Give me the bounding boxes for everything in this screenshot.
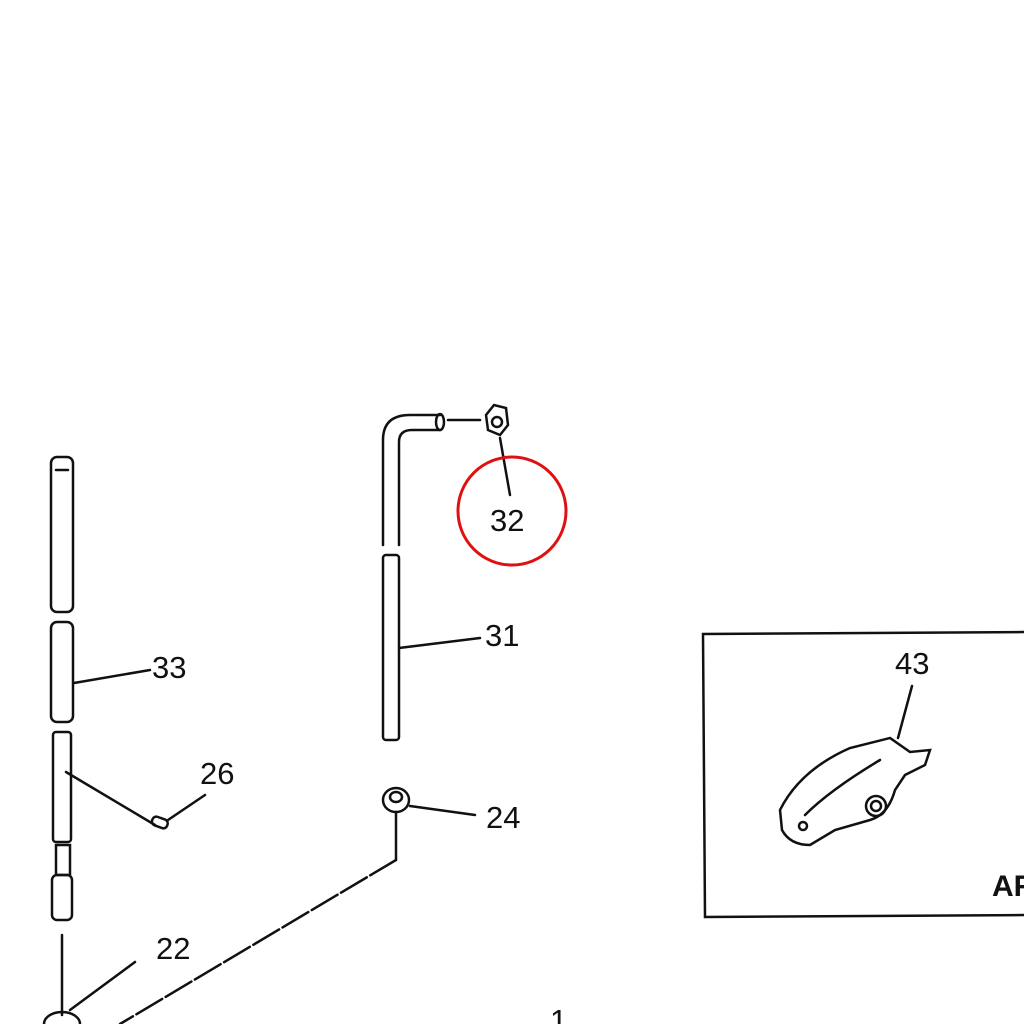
part-32-nut: [484, 403, 512, 497]
inset-label: AR: [992, 870, 1024, 903]
callout-26: 26: [200, 756, 235, 791]
callout-24: 24: [486, 800, 521, 835]
part-26-pin: [64, 770, 207, 830]
part-33-rod: [49, 455, 152, 1017]
callout-33: 33: [152, 650, 187, 685]
callout-32: 32: [490, 503, 525, 538]
callout-43: 43: [895, 646, 930, 681]
inset-box: [701, 630, 1024, 919]
part-31-rod: [381, 412, 482, 742]
part-24-grommet: [118, 786, 477, 1024]
highlight-circle: [456, 455, 568, 567]
part-22-ring: [42, 960, 137, 1024]
callout-1: 1: [550, 1003, 568, 1024]
callout-22: 22: [156, 931, 191, 966]
callout-31: 31: [485, 618, 520, 653]
